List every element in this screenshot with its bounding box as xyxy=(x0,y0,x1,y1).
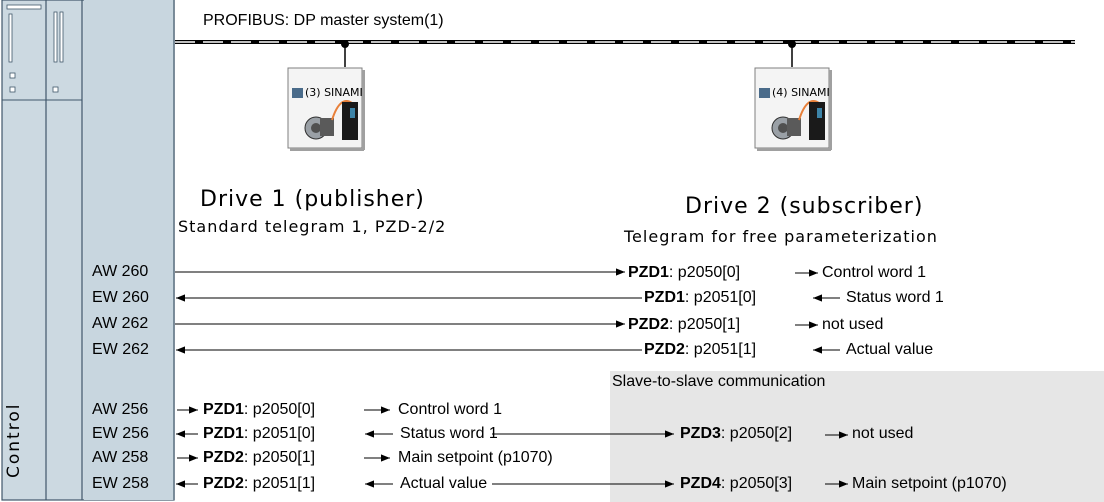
drive2-pzd-row: PZD2: p2050[1] xyxy=(628,316,740,334)
address-label: EW 262 xyxy=(92,341,149,358)
drive2-pzd-row: PZD1: p2051[0] xyxy=(644,289,756,307)
signal-description: Control word 1 xyxy=(398,401,503,418)
drive2-icon xyxy=(754,67,832,151)
pzd-tag: PZD1 xyxy=(203,401,244,418)
pzd-tag: PZD1 xyxy=(628,264,669,281)
drive1-pzd-row: PZD1: p2051[0] xyxy=(203,425,315,443)
signal-description: Main setpoint (p1070) xyxy=(398,449,553,466)
address-label: AW 256 xyxy=(92,401,149,418)
param-text: : p2050[0] xyxy=(243,401,316,418)
drive2-pzd-row: PZD1: p2050[0] xyxy=(628,264,740,282)
pzd-tag: PZD2 xyxy=(628,316,669,333)
signal-description: Status word 1 xyxy=(846,289,944,306)
drive2-pzd-row: PZD2: p2051[1] xyxy=(644,341,756,359)
param-text: : p2051[0] xyxy=(684,289,757,306)
drive2-icon-caption: (4) SINAMI xyxy=(772,86,830,99)
address-label: AW 260 xyxy=(92,263,149,280)
drive2-subtitle: Telegram for free parameterization xyxy=(624,227,938,246)
param-text: : p2050[3] xyxy=(720,475,793,492)
param-text: : p2050[2] xyxy=(720,425,793,442)
connection-arrows xyxy=(175,268,848,488)
drive1-title: Drive 1 (publisher) xyxy=(200,187,425,212)
plc-rack xyxy=(1,0,175,501)
drive1-subtitle: Standard telegram 1, PZD-2/2 xyxy=(178,217,447,236)
signal-description: Control word 1 xyxy=(822,264,927,281)
signal-description: not used xyxy=(822,316,884,333)
slave-to-slave-label: Slave-to-slave communication xyxy=(612,373,826,390)
signal-description: Main setpoint (p1070) xyxy=(852,475,1007,492)
drive1-pzd-row: PZD2: p2050[1] xyxy=(203,449,315,467)
signal-description: Status word 1 xyxy=(400,425,498,442)
drive1-icon xyxy=(287,67,365,151)
pzd-tag: PZD4 xyxy=(680,475,721,492)
pzd-tag: PZD2 xyxy=(203,449,244,466)
s2s-pzd-row: PZD4: p2050[3] xyxy=(680,475,792,493)
drive1-icon-caption: (3) SINAMI xyxy=(305,86,363,99)
param-text: : p2051[1] xyxy=(243,475,316,492)
param-text: : p2050[0] xyxy=(668,264,741,281)
param-text: : p2051[0] xyxy=(243,425,316,442)
pzd-tag: PZD2 xyxy=(644,341,685,358)
signal-description: Actual value xyxy=(846,341,934,358)
bus-label: PROFIBUS: DP master system(1) xyxy=(203,12,444,29)
signal-description: Actual value xyxy=(400,475,488,492)
drive1-pzd-row: PZD2: p2051[1] xyxy=(203,475,315,493)
pzd-tag: PZD2 xyxy=(203,475,244,492)
signal-description: not used xyxy=(852,425,914,442)
address-label: EW 260 xyxy=(92,289,149,306)
param-text: : p2050[1] xyxy=(668,316,741,333)
param-text: : p2051[1] xyxy=(684,341,757,358)
s2s-pzd-row: PZD3: p2050[2] xyxy=(680,425,792,443)
pzd-tag: PZD3 xyxy=(680,425,721,442)
address-label: AW 262 xyxy=(92,315,149,332)
profibus-line xyxy=(175,40,1075,67)
address-label: EW 256 xyxy=(92,425,149,442)
pzd-tag: PZD1 xyxy=(203,425,244,442)
pzd-tag: PZD1 xyxy=(644,289,685,306)
plc-label: Control xyxy=(4,402,24,478)
param-text: : p2050[1] xyxy=(243,449,316,466)
drive1-pzd-row: PZD1: p2050[0] xyxy=(203,401,315,419)
address-label: AW 258 xyxy=(92,449,149,466)
drive2-title: Drive 2 (subscriber) xyxy=(685,194,924,219)
slave-to-slave-area xyxy=(610,371,1104,502)
address-label: EW 258 xyxy=(92,475,149,492)
